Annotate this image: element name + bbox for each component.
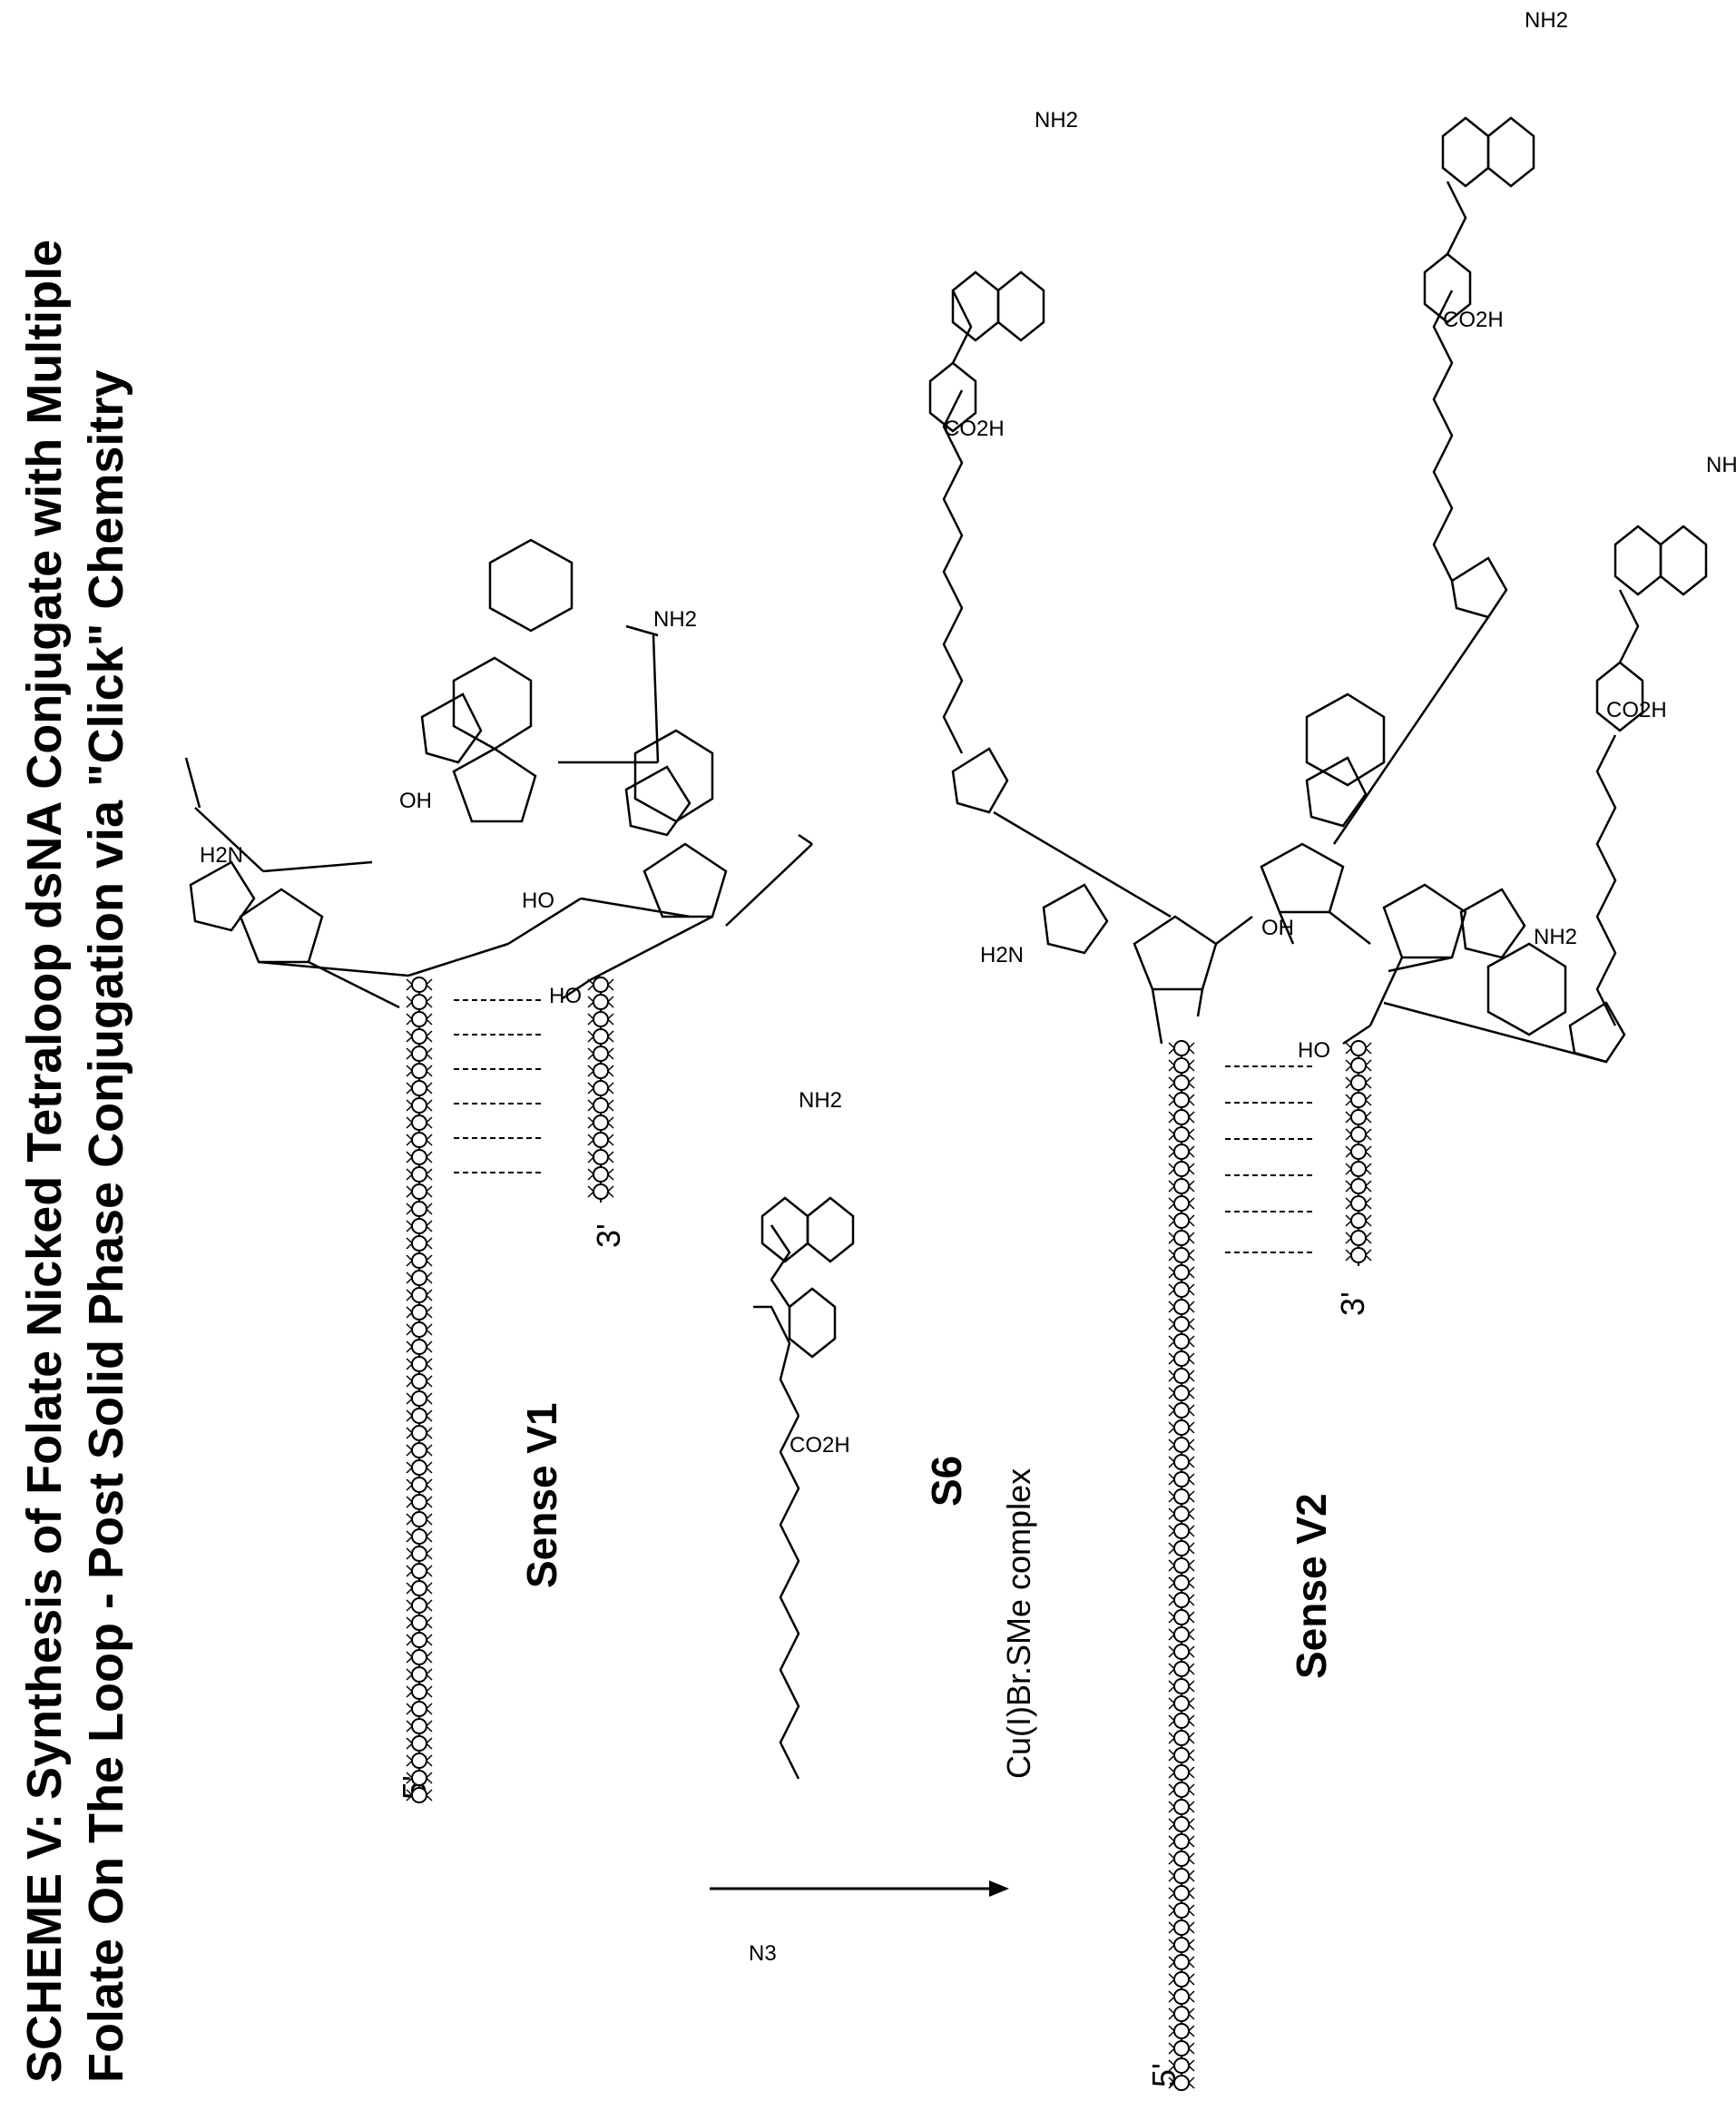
atom-h2n-v2: H2N bbox=[980, 943, 1024, 967]
atom-nh2-chain2: NH2 bbox=[1525, 8, 1568, 33]
base-pair-lines bbox=[454, 1000, 1316, 1252]
atom-co2h-chain1: CO2H bbox=[944, 417, 1005, 441]
atom-nh2-v1: NH2 bbox=[653, 607, 697, 632]
atom-nh2-chain3: NH2 bbox=[1706, 453, 1736, 477]
atom-h2n-v1: H2N bbox=[200, 843, 243, 868]
folate-chain-1 bbox=[930, 272, 1044, 753]
folate-chain-reagent bbox=[753, 1198, 853, 1779]
atom-nh2-reagent: NH2 bbox=[799, 1088, 842, 1113]
folate-chain-2 bbox=[1425, 118, 1534, 581]
atom-n3: N3 bbox=[749, 1941, 777, 1966]
atom-oh-v2: OH bbox=[1261, 916, 1294, 940]
folate-chain-3 bbox=[1597, 526, 1706, 1026]
atom-nh2-chain1: NH2 bbox=[1035, 108, 1078, 133]
atom-co2h-chain2: CO2H bbox=[1443, 308, 1504, 332]
atom-co2h-reagent: CO2H bbox=[790, 1433, 850, 1458]
atom-nh2-v2: NH2 bbox=[1534, 925, 1577, 949]
atom-ho-v1b: HO bbox=[549, 984, 582, 1008]
atom-oh-v1: OH bbox=[399, 789, 432, 813]
atom-ho-v2: HO bbox=[1298, 1038, 1330, 1063]
atom-co2h-chain3: CO2H bbox=[1606, 698, 1667, 722]
sense-v2-loop-structure bbox=[953, 558, 1624, 1062]
atom-ho-v1: HO bbox=[522, 889, 554, 913]
sense-v1-loop-structure bbox=[186, 540, 812, 1007]
